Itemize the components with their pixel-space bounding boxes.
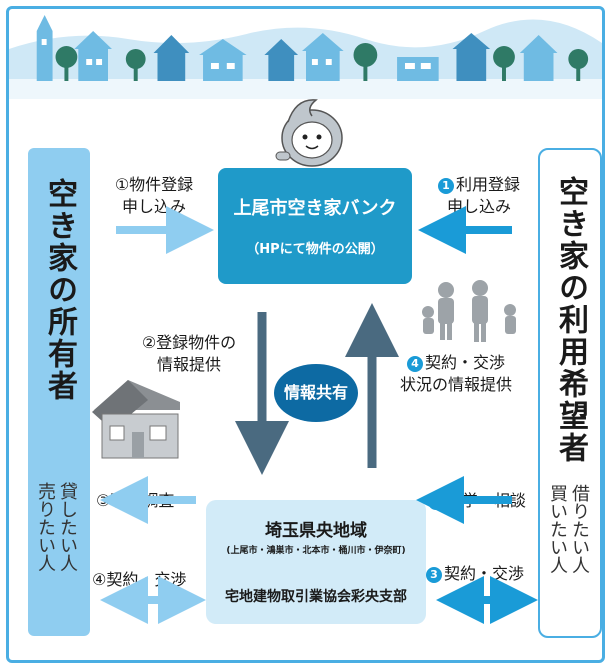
seeker-buy-label: 買いたい人 [547, 484, 568, 574]
step-number-2-badge: 2 [428, 494, 444, 510]
seeker-rent-label: 借りたい人 [569, 484, 590, 574]
house-icon [92, 380, 180, 459]
town-banner-illustration [9, 15, 602, 99]
info-share-ellipse: 情報共有 [274, 364, 358, 422]
owner-step-1-line2: 申し込み [121, 197, 186, 216]
owner-step-1-label: ①物件登録 申し込み [100, 174, 208, 218]
seeker-column [538, 148, 602, 638]
owner-title: 空き家の所有者 [42, 178, 77, 402]
family-icon [422, 280, 516, 342]
seeker-step-1-line2: 申し込み [446, 197, 511, 216]
owner-column [28, 148, 90, 636]
owner-step-4-label: ④契約・交渉 [92, 570, 187, 589]
step-number-1-badge: 1 [437, 178, 454, 194]
association-region: 埼玉県央地域 [265, 521, 367, 541]
seeker-step-4-line2: 状況の情報提供 [399, 375, 512, 394]
step-number-4-badge: 4 [406, 356, 423, 372]
owner-step-1-line1: ①物件登録 [114, 175, 194, 194]
step-number-3-badge: 3 [426, 567, 442, 583]
owner-lend-label: 貸したい人 [57, 482, 78, 572]
association-name: 宅地建物取引業協会彩央支部 [225, 589, 407, 605]
owner-step-2-line1: ②登録物件の [141, 333, 237, 352]
bank-title: 上尾市空き家バンク [233, 198, 397, 219]
bank-subtitle: （HPにて物件の公開） [246, 242, 384, 257]
owner-sell-label: 売りたい人 [35, 482, 56, 572]
mascot-icon [275, 99, 343, 167]
seeker-title: 空き家の利用希望者 [553, 176, 588, 464]
owner-step-2-line2: 情報提供 [156, 355, 221, 374]
association-cities: (上尾市・鴻巣市・北本市・桶川市・伊奈町) [226, 546, 406, 556]
association-box: 埼玉県央地域 (上尾市・鴻巣市・北本市・桶川市・伊奈町) 宅地建物取引業協会彩央… [206, 500, 426, 624]
akiya-bank-box: 上尾市空き家バンク （HPにて物件の公開） [218, 168, 412, 284]
owner-step-2-label: ②登録物件の 情報提供 [124, 332, 254, 376]
owner-step-3-label: ③現地調査 [96, 491, 175, 510]
